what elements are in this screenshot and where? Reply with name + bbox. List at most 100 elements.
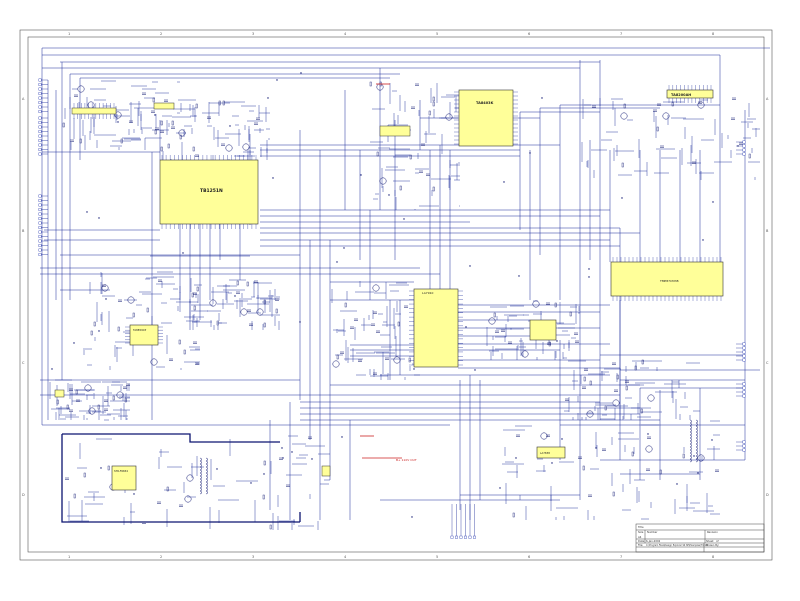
conn-left-b-pin-1 [38, 121, 42, 124]
ic-left-small: TA8859CP [129, 324, 159, 346]
border-markers: 1 2 3 4 5 6 7 8 1 2 3 4 5 6 7 8 A B C D … [22, 32, 769, 559]
file-label: File: [638, 543, 643, 547]
resistor-r10-10 [682, 453, 685, 459]
col-marker-1: 1 [68, 32, 70, 36]
junction-18 [98, 217, 100, 219]
conn-left-c-pin-8 [38, 230, 42, 234]
resistor-r10-2 [582, 465, 585, 471]
junction-31 [403, 218, 405, 220]
junction-16 [100, 467, 102, 469]
conn-left-a-pin-7 [38, 110, 42, 113]
ic-ta8403k-label: TA8403K [476, 101, 494, 105]
resistor-r0-13 [154, 129, 157, 135]
resistor-r4-9 [132, 312, 135, 318]
ic-mid-right-body [529, 319, 557, 341]
ic-power-small-body [321, 465, 331, 477]
transistor-r6-2 [332, 360, 340, 368]
fbt-coil-b-turn-0 [695, 419, 698, 424]
ic-mid-label: LA7910 [422, 291, 434, 295]
power-supply-outline [61, 433, 301, 523]
junction-9 [702, 239, 704, 241]
fbt-coil-b-turn-2 [695, 425, 698, 430]
junction-5 [360, 174, 362, 176]
resistor-r4-3 [178, 339, 181, 345]
conn-bottom-pin-0 [450, 535, 454, 539]
junction-38 [411, 516, 413, 518]
row-marker-d: D [22, 493, 25, 497]
resistor-r5-6 [246, 281, 249, 287]
junction-46 [588, 276, 590, 278]
junction-25 [300, 72, 302, 74]
resistor-r8-12 [112, 395, 115, 401]
junction-24 [541, 97, 543, 99]
transistor-r11-0 [586, 410, 594, 418]
conn-left-c-pin-0 [38, 194, 42, 198]
fbt-coil-b-turn-7 [695, 440, 698, 445]
psu-transformer-b-turn-2 [205, 463, 208, 468]
resistor-r3-11 [748, 153, 751, 159]
resistor-r7-4 [548, 341, 551, 347]
psu-transformer-b-turn-6 [205, 475, 208, 480]
psu-bottom-heavy [61, 434, 300, 523]
conn-left-c-pin-10 [38, 239, 42, 243]
junction-7 [272, 177, 274, 179]
size-label: Size [638, 530, 644, 534]
fbt-coil-b-turn-3 [695, 428, 698, 433]
resistor-r4-1 [183, 349, 186, 355]
resistor-r2-12 [428, 110, 431, 116]
transistor-r2-1 [445, 113, 453, 121]
psu-transformer-b-turn-4 [205, 469, 208, 474]
resistor-r2-10 [376, 151, 379, 157]
conn-left-b-pin-5 [38, 139, 42, 142]
junction-58 [693, 455, 695, 457]
transistor-r7-1 [488, 317, 496, 325]
fbt-coil-a-turn-13 [689, 458, 692, 463]
ic-tb1251n: TB1251N [159, 159, 259, 225]
fbt-coil-b-turn-1 [695, 422, 698, 427]
resistor-r2-11 [432, 186, 435, 192]
ic-left-small-body [129, 324, 159, 346]
conn-right-b-pin-3 [742, 354, 746, 358]
psu-transformer-b-turn-8 [205, 481, 208, 486]
transistor-r3-0 [697, 101, 705, 109]
col-marker-bottom-1: 1 [68, 555, 70, 559]
fbt-coil-b-turn-6 [695, 437, 698, 442]
conn-left-c-pin-2 [38, 203, 42, 207]
resistor-r2-0 [409, 154, 412, 160]
ic-ta8200ah-body [666, 89, 714, 99]
fbt-coil-a-turn-6 [689, 437, 692, 442]
conn-left-c-pin-7 [38, 226, 42, 229]
junction-53 [621, 197, 623, 199]
conn-bottom-pin-4 [468, 535, 472, 539]
transistor-r3-1 [662, 112, 670, 120]
sheet-label: Sheet [706, 539, 714, 543]
resistor-r2-3 [399, 185, 402, 191]
resistor-r5-11 [191, 292, 194, 298]
resistor-r11-9 [625, 385, 628, 391]
psu-transformer-a-turn-9 [199, 484, 202, 489]
transistor-r6-1 [372, 284, 380, 292]
junction-41 [388, 194, 390, 196]
transistor-r10-0 [697, 454, 705, 462]
row-marker-right-d: D [766, 493, 769, 497]
ic-power-label: STR-F6654 [114, 469, 128, 473]
conn-left-a-pin-2 [38, 87, 42, 91]
resistor-r3-8 [656, 126, 659, 132]
junction-4 [336, 261, 338, 263]
fbt-coil-a-turn-12 [689, 455, 692, 460]
resistor-r1-3 [160, 146, 163, 152]
net-label-output: B+ 110V OUT [396, 458, 417, 462]
resistor-r1-0 [160, 120, 163, 126]
junction-14 [697, 472, 699, 474]
title-label: Title [638, 525, 644, 529]
junction-0 [311, 458, 313, 460]
conn-bottom-pin-1 [455, 535, 458, 539]
ic-top-mid-small [379, 125, 411, 137]
resistor-r9-5 [262, 494, 265, 500]
conn-left-b-pin-6 [38, 143, 42, 147]
psu-transformer-a-turn-1 [199, 460, 202, 465]
resistor-r9-11 [107, 465, 110, 471]
resistor-r11-7 [583, 376, 586, 382]
resistor-r0-6 [62, 122, 65, 128]
